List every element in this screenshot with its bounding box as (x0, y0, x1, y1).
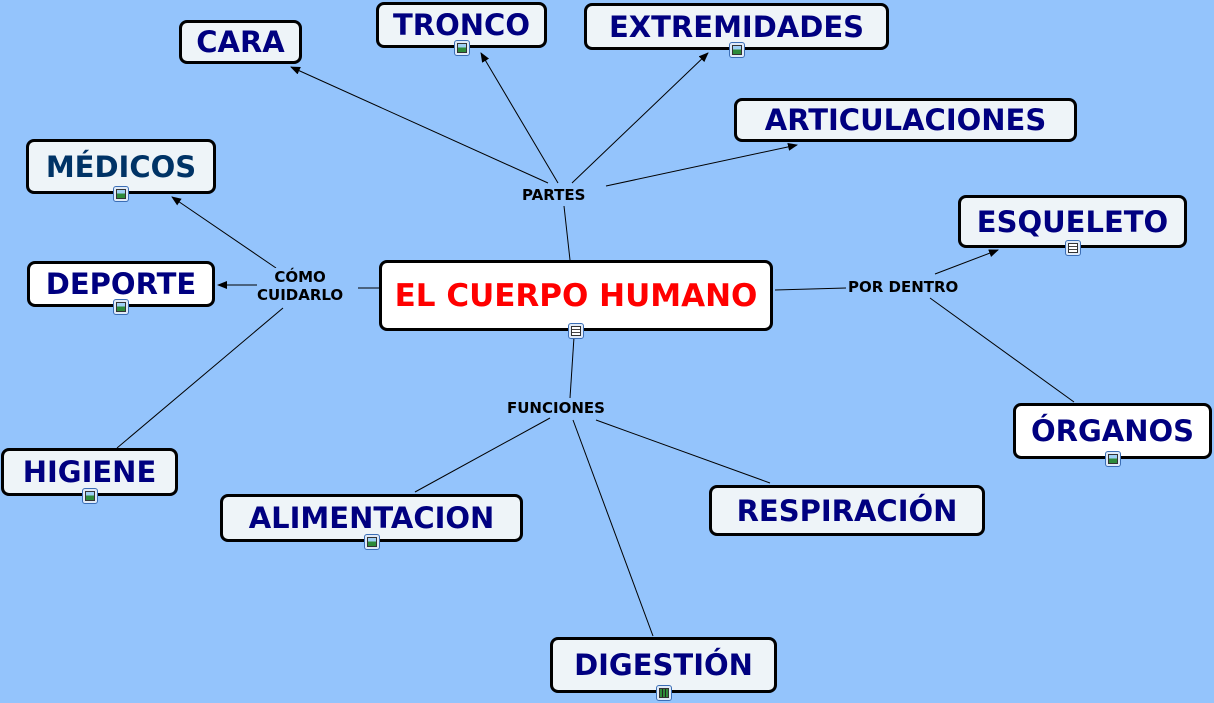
concept-label: CARA (196, 25, 285, 59)
concept-label: RESPIRACIÓN (736, 493, 958, 528)
concept-label: TRONCO (393, 8, 530, 42)
image-resource-icon[interactable] (363, 534, 380, 550)
document-resource-icon[interactable] (568, 323, 584, 339)
concept-articulaciones[interactable]: ARTICULACIONES (734, 98, 1077, 142)
line-cuidarlo-higiene (116, 307, 284, 449)
image-resource-icon[interactable] (113, 186, 129, 202)
image-resource-icon[interactable] (1104, 451, 1121, 467)
concept-label: EXTREMIDADES (608, 9, 865, 44)
line-pordentro-esqueleto (934, 249, 999, 275)
line-cuidarlo-medicos (171, 196, 277, 269)
concept-extremidades[interactable]: EXTREMIDADES (584, 3, 889, 58)
concept-label: MÉDICOS (45, 149, 197, 184)
concept-medicos[interactable]: MÉDICOS (26, 139, 216, 202)
image-resource-icon[interactable] (113, 299, 129, 315)
link-label-partes: PARTES (522, 186, 586, 204)
link-label-line: CÓMO (274, 268, 326, 286)
concept-label: HIGIENE (22, 455, 157, 489)
link-label-por-dentro: POR DENTRO (848, 278, 959, 296)
concept-esqueleto[interactable]: ESQUELETO (958, 195, 1187, 256)
image-resource-icon[interactable] (81, 488, 98, 504)
concept-label: DEPORTE (45, 267, 197, 301)
concept-tronco[interactable]: TRONCO (376, 2, 547, 56)
line-partes-extremidades (571, 52, 709, 184)
line-funciones-digestion (572, 419, 654, 637)
line-partes-cara (290, 66, 549, 184)
line-partes-articulaciones (605, 142, 798, 187)
line-funciones-alimentacion (414, 417, 551, 493)
link-label-funciones: FUNCIONES (507, 399, 605, 417)
line-center-funciones (569, 336, 575, 399)
link-label-line: CUIDARLO (257, 286, 344, 304)
concept-higiene[interactable]: HIGIENE (1, 448, 178, 504)
concept-digestion[interactable]: DIGESTIÓN (550, 637, 777, 701)
concept-deporte[interactable]: DEPORTE (27, 261, 215, 315)
concept-el-cuerpo-humano[interactable]: EL CUERPO HUMANO (379, 260, 773, 339)
line-center-pordentro (774, 287, 847, 291)
concept-label: EL CUERPO HUMANO (394, 277, 758, 314)
document-resource-icon[interactable] (1064, 240, 1081, 256)
line-funciones-respiracion (595, 419, 771, 484)
concept-label: ALIMENTACION (248, 501, 495, 535)
video-resource-icon[interactable] (655, 685, 672, 701)
concept-label: DIGESTIÓN (574, 648, 753, 682)
concept-label: ARTICULACIONES (764, 103, 1047, 137)
line-pordentro-organos (929, 297, 1075, 403)
concept-alimentacion[interactable]: ALIMENTACION (220, 494, 523, 550)
line-partes-tronco (480, 52, 559, 184)
concept-organos[interactable]: ÓRGANOS (1013, 403, 1212, 467)
concept-cara[interactable]: CARA (179, 20, 302, 64)
concept-respiracion[interactable]: RESPIRACIÓN (709, 485, 985, 536)
concept-label: ESQUELETO (976, 204, 1169, 239)
line-center-partes (563, 205, 571, 261)
image-resource-icon[interactable] (728, 42, 745, 58)
image-resource-icon[interactable] (453, 40, 470, 56)
concept-label: ÓRGANOS (1030, 414, 1195, 448)
